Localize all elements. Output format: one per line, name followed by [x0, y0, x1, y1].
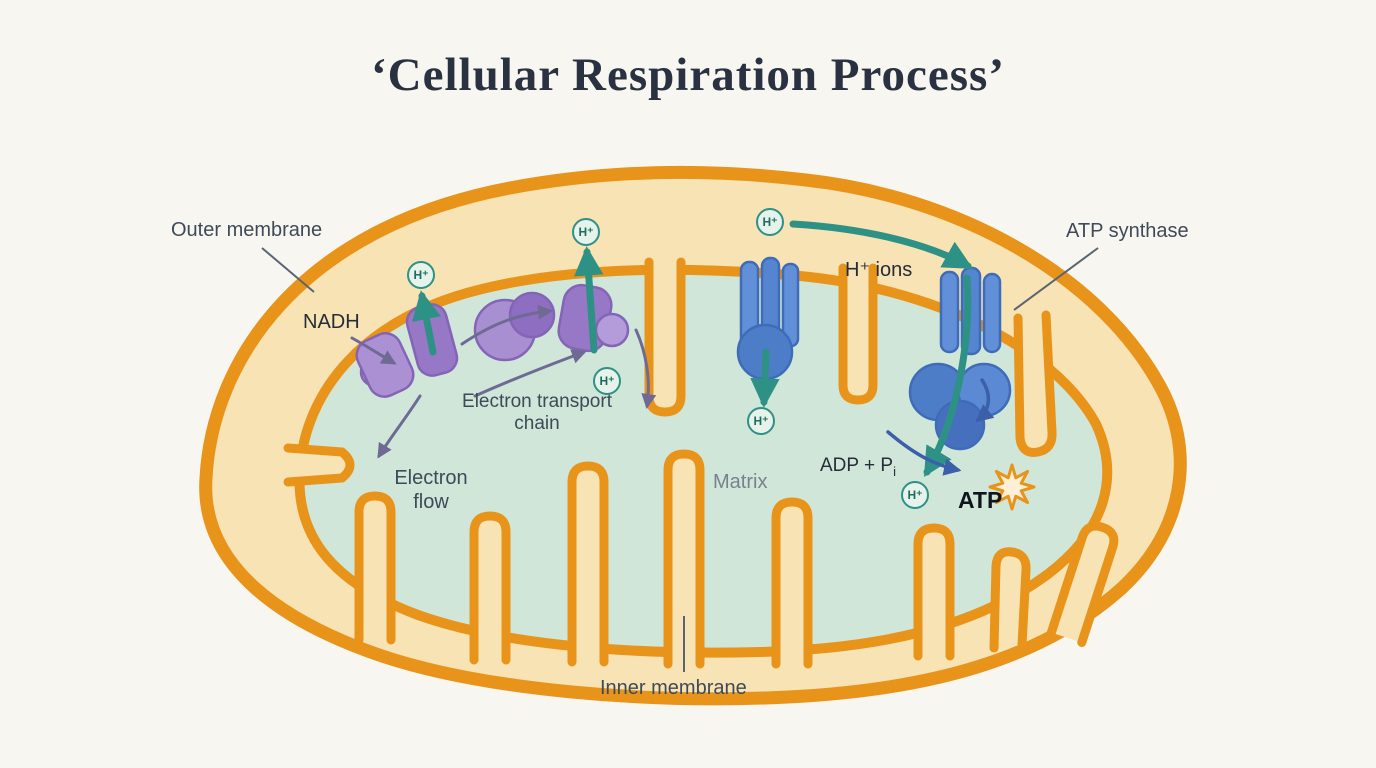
adp-pi-text: ADP + P	[820, 455, 894, 476]
adp-pi-label: ADP + Pi	[820, 455, 896, 479]
h-plus-marker: H⁺	[901, 481, 929, 509]
electron-transport-chain-label: Electron transport chain	[462, 391, 612, 435]
h-plus-marker: H⁺	[572, 218, 600, 246]
cristae-folds	[283, 257, 1119, 669]
h-plus-marker: H⁺	[756, 208, 784, 236]
outer-membrane-label: Outer membrane	[171, 219, 323, 241]
proton-flow-arrows	[412, 220, 974, 478]
adp-pi-subscript: i	[893, 463, 896, 479]
adp-to-atp-arrows	[886, 378, 995, 476]
h-plus-marker: H⁺	[593, 367, 621, 395]
inner-membrane-label: Inner membrane	[600, 677, 747, 699]
label-pointer-lines	[261, 247, 1099, 672]
nadh-label: NADH	[303, 311, 360, 333]
atp-starburst	[988, 463, 1036, 511]
h-plus-marker: H⁺	[407, 261, 435, 289]
atp-synthase-label: ATP synthase	[1066, 220, 1189, 242]
page-title: ‘Cellular Respiration Process’	[371, 49, 1005, 101]
electron-flow-arrows	[350, 304, 657, 459]
electron-transport-chain-complexes	[355, 283, 630, 398]
electron-flow-label: Electron flow	[394, 467, 468, 513]
h-plus-marker: H⁺	[747, 407, 775, 435]
h-ions-label: H⁺ ions	[845, 259, 913, 281]
atp-label: ATP	[958, 487, 1003, 513]
matrix-label: Matrix	[713, 471, 768, 493]
